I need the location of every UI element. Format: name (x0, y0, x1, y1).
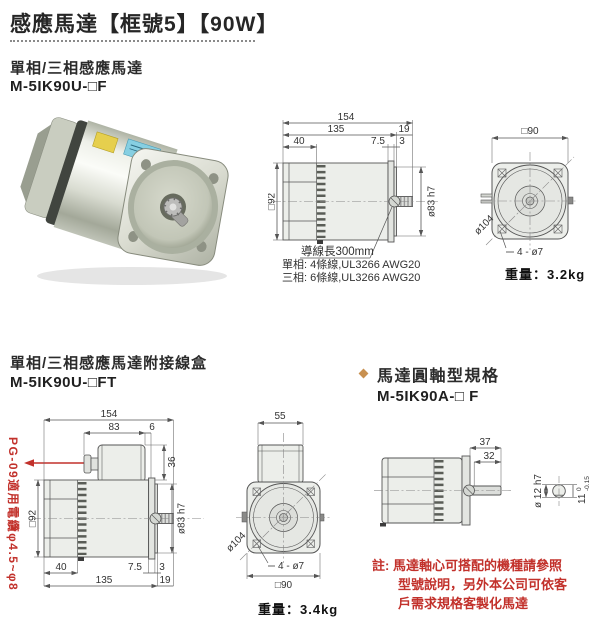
dim-spigot-thickness: 3 (159, 562, 165, 573)
diamond-bullet-icon (358, 368, 369, 379)
dim-flange-thickness: 7.5 (128, 562, 142, 573)
dim-box-position: 83 (108, 422, 120, 433)
s3-round-shaft-drawing: 37 32 ø 12 h7 11 0 -0.15 (374, 437, 591, 527)
wire-note-three-phase: 三相: 6條線,UL3266 AWG20 (282, 272, 421, 284)
dim-mount-holes: 4 - ø7 (517, 247, 544, 258)
cable-gland-arrow-icon (24, 459, 86, 467)
wire-note-single-phase: 單相: 4條線,UL3266 AWG20 (282, 259, 421, 271)
motor-photo-flange (117, 148, 229, 266)
dim-cap-length: 40 (293, 136, 305, 147)
dim-flange-thickness: 7.5 (371, 136, 385, 147)
dim-frame-size: □92 (268, 192, 278, 210)
dim-body-length: 135 (96, 575, 113, 586)
dim-box-height: 36 (167, 456, 178, 468)
motor-photo (20, 117, 229, 285)
bolt-hole-symbols (252, 487, 315, 548)
dim-shaft-length: 19 (398, 124, 410, 135)
dim-shaft-dia: ø 12 h7 (533, 474, 544, 508)
s1-front-view-drawing: □90 ø104 4 - ø7 (472, 126, 578, 258)
section3-heading: 馬達圓軸型規格 (377, 368, 500, 385)
dim-frame-size: □92 (28, 509, 39, 527)
dim-shaft-usable: 32 (483, 451, 495, 462)
title-underline (10, 40, 255, 42)
dim-spigot-thickness: 3 (399, 136, 405, 147)
s2-front-view-drawing: 55 ø104 4 - ø7 □9 (224, 411, 331, 591)
dim-dcut-tol-upper: 0 (576, 487, 583, 491)
section2-model: M-5IK90U-□FT (10, 374, 117, 391)
dim-dcut-tol-lower: -0.15 (584, 476, 591, 491)
note-line-1: 註: 馬達軸心可搭配的機種請參照 (372, 558, 562, 573)
dim-frame-size: □90 (275, 580, 293, 591)
dim-frame-size: □90 (521, 126, 539, 137)
dim-mount-holes: 4 - ø7 (278, 561, 305, 572)
dim-shaft-total: 37 (479, 437, 491, 448)
section2-subtitle: 單相/三相感應馬達附接線盒 (10, 355, 208, 372)
dim-cap-length: 40 (55, 562, 67, 573)
note-line-2: 型號說明，另外本公司可依客 (398, 577, 568, 592)
section3-model: M-5IK90A-□ F (377, 388, 479, 405)
dim-total-length: 154 (338, 112, 355, 123)
section1-subtitle: 單相/三相感應馬達 (10, 60, 144, 77)
section1-model: M-5IK90U-□F (10, 78, 108, 95)
dim-dcut-height: 11 (577, 493, 588, 504)
dim-dcut-group: 11 0 -0.15 (576, 476, 591, 504)
s1-side-view-drawing: 154 135 19 40 7.5 3 □92 ø83 h7 導線長300mm (268, 112, 438, 259)
dim-diagonal: ø104 (224, 530, 248, 554)
s2-weight: 重量：3.4kg (258, 602, 339, 617)
s1-weight: 重量：3.2kg (505, 267, 586, 282)
dim-total-length: 154 (101, 410, 118, 420)
dim-spigot-dia: ø83 h7 (177, 502, 188, 534)
dim-box-width: 55 (274, 411, 286, 422)
dim-body-length: 135 (328, 124, 345, 135)
dim-box-gap: 6 (149, 422, 155, 433)
dim-shaft-length: 19 (159, 575, 171, 586)
yellow-label (92, 131, 119, 154)
customization-note: 註: 馬達軸心可搭配的機種請參照 型號說明，另外本公司可依客 戶需求規格客製化馬… (372, 556, 602, 613)
page-title: 感應馬達【框號5】【90W】 (10, 13, 279, 36)
lead-wire-label: 導線長300mm (301, 244, 374, 258)
note-line-3: 戶需求規格客製化馬達 (398, 596, 529, 611)
bolt-hole-symbols (497, 168, 563, 234)
s2-side-view-drawing: 154 83 6 36 □92 ø83 h7 40 7.5 3 135 19 (28, 410, 204, 589)
dim-spigot-dia: ø83 h7 (427, 185, 438, 217)
